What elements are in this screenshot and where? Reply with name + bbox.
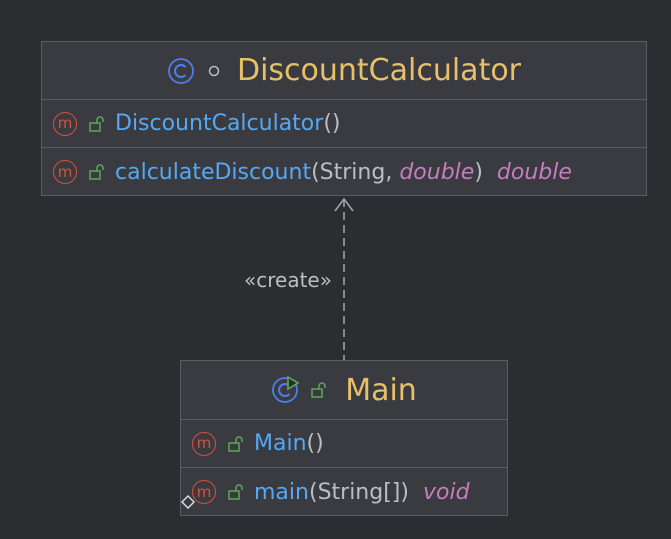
- static-method-icon: m: [181, 480, 216, 509]
- method-parens: (): [306, 431, 324, 456]
- class-name: Main: [345, 372, 417, 408]
- method-row[interactable]: m main ( String[] ) void: [181, 468, 507, 516]
- runnable-class-icon: [272, 376, 300, 403]
- class-header: Main: [181, 361, 507, 420]
- unlocked-icon: [89, 164, 104, 180]
- method-icon: m: [53, 160, 77, 184]
- method-name: DiscountCalculator: [115, 111, 324, 136]
- unlocked-icon: [228, 435, 243, 452]
- method-icon: m: [53, 111, 77, 136]
- param-type: double: [399, 159, 475, 185]
- close-paren: ): [400, 479, 409, 505]
- class-discount-calculator[interactable]: DiscountCalculator m DiscountCalculator …: [41, 41, 647, 196]
- static-diamond-icon: [181, 495, 195, 509]
- connection-label: «create»: [244, 268, 332, 292]
- unlocked-icon: [89, 115, 104, 132]
- constructor-row[interactable]: m DiscountCalculator (): [42, 100, 646, 148]
- method-name: Main: [254, 431, 307, 456]
- class-icon: [168, 57, 194, 84]
- close-paren: ): [474, 159, 483, 185]
- method-name: main: [254, 479, 309, 505]
- class-main[interactable]: Main m Main () m main ( String[] ) void: [180, 360, 508, 516]
- method-parens: (): [323, 111, 341, 136]
- constructor-row[interactable]: m Main (): [181, 420, 507, 468]
- open-paren: (: [308, 479, 318, 505]
- param-type: String[]: [317, 479, 401, 505]
- class-header: DiscountCalculator: [42, 42, 646, 100]
- unlocked-icon: [311, 382, 326, 398]
- param-separator: ,: [385, 159, 400, 185]
- class-name: DiscountCalculator: [236, 53, 522, 88]
- method-name: calculateDiscount: [115, 159, 312, 185]
- return-type: double: [496, 159, 572, 185]
- param-type: String: [319, 159, 386, 185]
- unlocked-icon: [228, 484, 243, 500]
- return-type: void: [422, 479, 470, 505]
- method-row[interactable]: m calculateDiscount ( String , double ) …: [42, 148, 646, 196]
- method-icon: m: [192, 431, 216, 456]
- open-paren: (: [311, 159, 320, 185]
- visibility-dot-icon: [208, 65, 220, 76]
